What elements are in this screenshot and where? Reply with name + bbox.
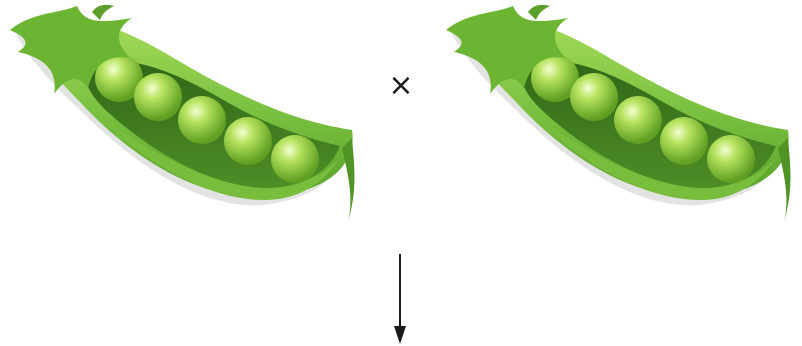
pea-4	[660, 117, 708, 165]
down-arrow-icon	[388, 254, 412, 346]
pea-5	[271, 135, 319, 183]
pea-3	[614, 96, 662, 144]
stem	[528, 5, 550, 20]
pea-3	[178, 96, 226, 144]
pea-4	[224, 117, 272, 165]
multiply-sign: ×	[384, 66, 418, 106]
pea-pod-left	[2, 2, 367, 227]
pea-5	[707, 135, 755, 183]
tail-tip	[778, 138, 791, 222]
pea-2	[134, 73, 182, 121]
tail-tip	[342, 138, 355, 222]
stem	[92, 5, 114, 20]
pea-2	[570, 73, 618, 121]
arrow-head	[394, 326, 406, 344]
pea-pod-right	[438, 2, 802, 227]
